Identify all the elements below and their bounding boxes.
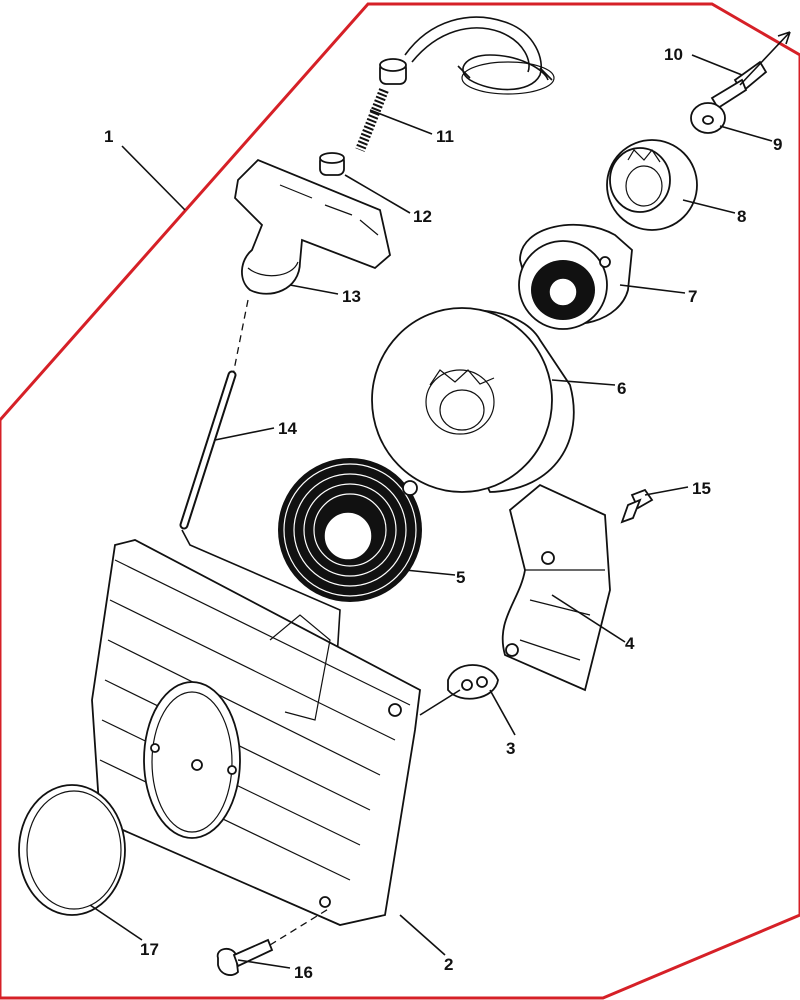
part-7-housing bbox=[518, 223, 633, 330]
part-12-cap bbox=[319, 152, 345, 176]
callout-1: 1 bbox=[104, 127, 113, 146]
callout-9: 9 bbox=[773, 135, 782, 154]
axis-arrow bbox=[739, 31, 791, 86]
part-9-washer bbox=[690, 102, 726, 134]
callout-12: 12 bbox=[413, 207, 432, 226]
callout-14: 14 bbox=[278, 419, 297, 438]
callout-11: 11 bbox=[436, 127, 454, 146]
part-8-hub bbox=[606, 139, 698, 231]
part-17-disc bbox=[18, 784, 126, 916]
alignment-line-13 bbox=[231, 299, 249, 381]
part-3-clip bbox=[447, 664, 499, 700]
part-6-pulley bbox=[371, 307, 575, 493]
callout-5: 5 bbox=[456, 568, 465, 587]
part-14-rod bbox=[179, 370, 237, 530]
callout-13: 13 bbox=[342, 287, 361, 306]
leader-lines bbox=[89, 54, 773, 969]
callout-16: 16 bbox=[294, 963, 313, 982]
callout-17: 17 bbox=[140, 940, 159, 959]
callout-2: 2 bbox=[444, 955, 453, 974]
part-11-spring bbox=[355, 58, 407, 152]
callout-4: 4 bbox=[625, 634, 635, 653]
part-10-screw bbox=[710, 60, 768, 110]
part-13-handle bbox=[234, 158, 391, 295]
starter-rope bbox=[404, 16, 555, 95]
callout-3: 3 bbox=[506, 739, 515, 758]
callout-15: 15 bbox=[692, 479, 711, 498]
part-16-screw bbox=[216, 938, 274, 976]
part-2-cover bbox=[91, 539, 421, 926]
callout-8: 8 bbox=[737, 207, 746, 226]
part-5-spring bbox=[278, 458, 422, 602]
callout-6: 6 bbox=[617, 379, 626, 398]
part-4-bracket bbox=[501, 483, 611, 692]
callout-labels: 1 2 3 4 5 6 7 8 9 10 11 12 13 14 15 16 1… bbox=[104, 45, 782, 982]
callout-10: 10 bbox=[664, 45, 683, 64]
callout-7: 7 bbox=[688, 287, 697, 306]
